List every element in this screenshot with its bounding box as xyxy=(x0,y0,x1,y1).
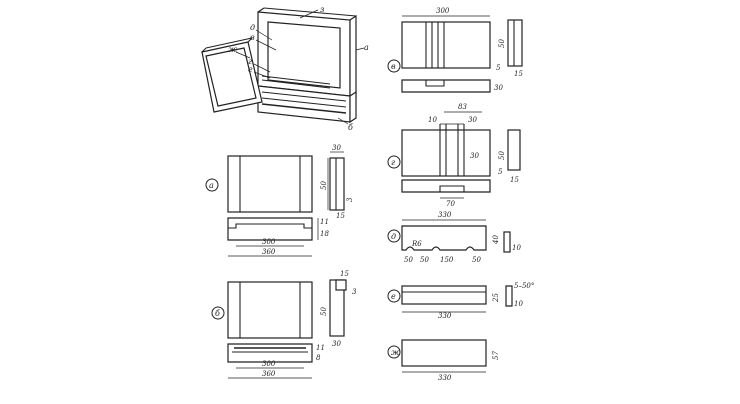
dim-d-330: 330 xyxy=(438,211,452,219)
panel-c: в 300 50 5 15 30 xyxy=(387,7,523,93)
dim-v-30: 30 xyxy=(494,84,503,92)
callout-a: а xyxy=(364,43,369,52)
callout-v: в xyxy=(250,33,255,42)
panel-a-marker xyxy=(205,178,219,192)
dim-e-angle: 5–50° xyxy=(514,282,534,290)
callout-b: б xyxy=(348,123,353,132)
dim-a-18: 18 xyxy=(320,230,329,238)
panel-d-marker xyxy=(387,155,401,169)
dim-d-50c: 50 xyxy=(472,256,481,264)
dim-d-50b: 50 xyxy=(420,256,429,264)
dim-b-11: 11 xyxy=(316,344,325,352)
panel-a: а 30 50 3 15 11 18 300 360 xyxy=(205,144,354,257)
callout-g: г xyxy=(248,57,252,66)
panel-e: д 330 40 10 R6 50 50 150 50 xyxy=(387,211,521,264)
panel-b: б 15 3 50 30 11 8 300 360 xyxy=(211,270,357,379)
dim-e-330: 330 xyxy=(438,312,452,320)
panel-a-label: а xyxy=(209,181,214,190)
callout-zh: ж xyxy=(228,45,237,54)
dim-a-side: 50 xyxy=(320,181,328,190)
panel-b-label: б xyxy=(215,309,220,318)
dim-g-5: 5 xyxy=(498,168,503,176)
dim-b-30: 30 xyxy=(332,340,341,348)
dim-e-25: 25 xyxy=(492,293,500,303)
dim-d-r6: R6 xyxy=(411,240,422,248)
panel-e-label: д xyxy=(391,232,396,241)
dim-zh-330: 330 xyxy=(438,374,452,382)
panel-c-marker xyxy=(387,59,401,73)
dim-a-360: 360 xyxy=(262,248,276,256)
dim-g-30a: 30 xyxy=(468,116,477,124)
panel-b-marker xyxy=(211,306,225,320)
panel-f-marker xyxy=(387,289,401,303)
dim-b-300: 300 xyxy=(262,360,276,368)
dim-a-11: 11 xyxy=(320,218,329,226)
dim-d-40: 40 xyxy=(492,235,500,245)
panel-f: е 25 330 5–50° 10 xyxy=(387,282,534,320)
dim-e-10: 10 xyxy=(514,300,523,308)
dim-g-50: 50 xyxy=(498,151,506,160)
dim-d-150: 150 xyxy=(440,256,454,264)
callout-z: з xyxy=(320,5,324,14)
dim-g-30b: 30 xyxy=(470,152,479,160)
panel-g: ж 57 330 xyxy=(387,339,500,382)
dim-b-8: 8 xyxy=(316,354,321,362)
callout-d: д xyxy=(250,23,255,32)
dim-zh-57: 57 xyxy=(492,351,500,360)
panel-e-marker xyxy=(387,229,401,243)
dim-g-15: 15 xyxy=(510,176,519,184)
dim-d-50a: 50 xyxy=(404,256,413,264)
panel-f-label: е xyxy=(391,292,396,301)
dim-d-10: 10 xyxy=(512,244,521,252)
dim-v-50: 50 xyxy=(498,39,506,48)
panel-d: г 83 10 30 30 50 5 15 70 xyxy=(387,103,521,208)
dim-v-300: 300 xyxy=(436,7,450,15)
dim-g-70: 70 xyxy=(446,200,455,208)
dim-b-360: 360 xyxy=(262,370,276,378)
dim-b-3: 3 xyxy=(352,288,357,296)
dim-b-15: 15 xyxy=(340,270,349,278)
panel-g-marker xyxy=(387,345,401,359)
dim-b-50: 50 xyxy=(320,307,328,316)
dim-v-15: 15 xyxy=(514,70,523,78)
assembly-isometric: з д в ж г е а б xyxy=(201,5,369,132)
panel-c-label: в xyxy=(391,62,396,71)
dim-g-10: 10 xyxy=(428,116,437,124)
dim-a-300: 300 xyxy=(262,238,276,246)
dim-a-top: 30 xyxy=(332,144,341,152)
dim-a-side-w: 3 xyxy=(346,197,354,202)
panel-d-label: г xyxy=(391,158,395,167)
dim-a-15: 15 xyxy=(336,212,345,220)
panel-g-label: ж xyxy=(391,348,400,357)
dim-g-83: 83 xyxy=(458,103,467,111)
callout-e: е xyxy=(248,65,253,74)
dim-v-5: 5 xyxy=(496,64,501,72)
